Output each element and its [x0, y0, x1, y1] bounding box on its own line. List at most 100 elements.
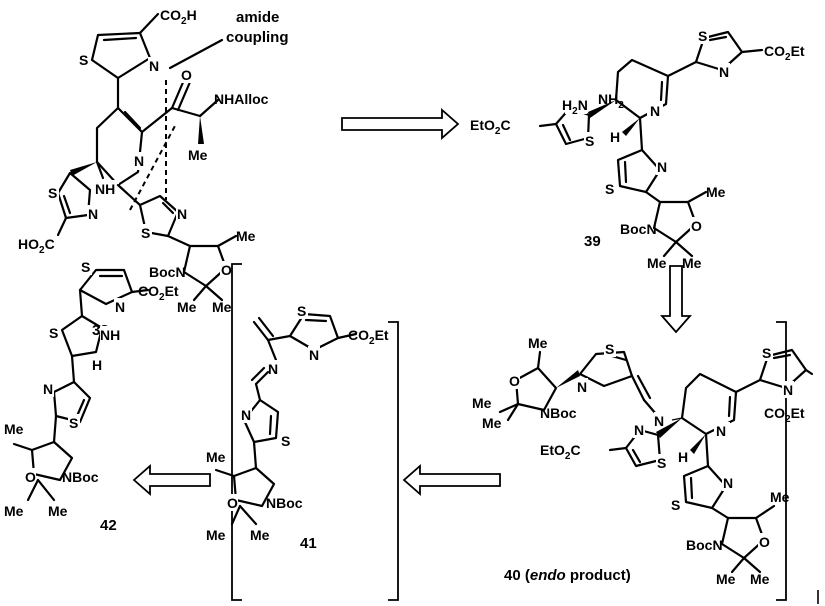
svg-text:O: O [221, 262, 232, 278]
svg-text:Me: Me [250, 527, 270, 543]
svg-text:Me: Me [528, 335, 548, 351]
svg-text:Me: Me [770, 489, 790, 505]
nh2-39: NH2 [598, 91, 624, 111]
annotation-coupling: coupling [226, 29, 289, 46]
svg-text:N: N [43, 381, 53, 397]
svg-text:N: N [88, 206, 98, 222]
svg-text:S: S [141, 225, 150, 241]
svg-text:N: N [134, 153, 144, 169]
svg-text:NH: NH [100, 327, 120, 343]
co2et-42: CO2Et [138, 283, 179, 303]
svg-text:Me: Me [4, 421, 24, 437]
svg-text:H: H [92, 357, 102, 373]
svg-text:N: N [268, 361, 278, 377]
eto2c-39: EtO2C [470, 117, 511, 137]
svg-text:N: N [149, 58, 159, 74]
svg-text:S: S [762, 345, 771, 361]
svg-text:Me: Me [212, 299, 232, 315]
svg-text:NBoc: NBoc [540, 405, 577, 421]
co2h-top: CO2H [160, 7, 197, 27]
svg-text:Me: Me [177, 299, 197, 315]
compound-42: S N CO2Et S NH H N S Me O NBoc Me Me 42 [4, 258, 179, 534]
svg-text:N: N [783, 382, 793, 398]
svg-text:Me: Me [682, 255, 702, 271]
svg-text:Me: Me [472, 395, 492, 411]
svg-text:S: S [79, 52, 88, 68]
svg-text:Me: Me [750, 571, 770, 587]
compound-40: Me O NBoc Me Me S N N N S [472, 335, 814, 587]
svg-text:N: N [241, 407, 251, 423]
svg-text:S: S [657, 455, 666, 471]
svg-text:O: O [25, 469, 36, 485]
svg-text:N: N [177, 206, 187, 222]
svg-text:N: N [723, 475, 733, 491]
co2et-41: CO2Et [348, 327, 389, 347]
svg-text:S: S [605, 341, 614, 357]
svg-text:N: N [577, 379, 587, 395]
svg-text:N: N [634, 422, 644, 438]
svg-text:N: N [650, 103, 660, 119]
svg-text:S: S [297, 303, 306, 319]
compound-38: CO2H S N N NH S N HO2C S N [18, 7, 289, 339]
svg-text:S: S [49, 325, 58, 341]
svg-text:Me: Me [716, 571, 736, 587]
label-42: 42 [100, 517, 117, 534]
svg-text:S: S [48, 185, 57, 201]
svg-text:Me: Me [236, 228, 256, 244]
retro-arrow-2 [660, 265, 692, 334]
eto2c-40: EtO2C [540, 442, 581, 462]
svg-text:N: N [309, 347, 319, 363]
co2et-39: CO2Et [764, 43, 805, 63]
svg-text:S: S [281, 433, 290, 449]
svg-text:NHAlloc: NHAlloc [214, 91, 269, 107]
label-40: 40 (endo product) [504, 567, 631, 584]
svg-text:Me: Me [482, 415, 502, 431]
compound-41: S N CO2Et N N S Me O NBoc Me Me 41 [206, 302, 389, 552]
annotation-amide: amide [236, 9, 279, 26]
svg-text:O: O [227, 495, 238, 511]
svg-text:O: O [181, 67, 192, 83]
label-39: 39 [584, 233, 601, 250]
svg-text:H: H [678, 449, 688, 465]
compound-39: N S N CO2Et NH2 H2N S EtO2C H S N [470, 27, 805, 271]
svg-text:N: N [719, 64, 729, 80]
ho2c-left: HO2C [18, 236, 55, 256]
svg-text:S: S [81, 259, 90, 275]
svg-text:S: S [671, 497, 680, 513]
svg-text:Me: Me [206, 449, 226, 465]
svg-text:S: S [605, 181, 614, 197]
svg-text:BocN: BocN [149, 264, 186, 280]
hn-39: H2N [562, 97, 588, 117]
svg-text:Me: Me [206, 527, 226, 543]
svg-text:N: N [657, 159, 667, 175]
bracket-left-41 [231, 263, 242, 601]
svg-text:NBoc: NBoc [62, 469, 99, 485]
retro-arrow-4 [132, 464, 211, 496]
bracket-right-41 [388, 321, 399, 601]
svg-text:BocN: BocN [686, 537, 723, 553]
label-41: 41 [300, 535, 317, 552]
svg-text:Me: Me [188, 147, 208, 163]
svg-text:NBoc: NBoc [266, 495, 303, 511]
svg-text:N: N [115, 299, 125, 315]
bracket-right-40 [776, 321, 787, 601]
svg-text:S: S [69, 415, 78, 431]
retro-arrow-3 [402, 464, 501, 496]
svg-text:Me: Me [4, 503, 24, 519]
svg-text:Me: Me [706, 184, 726, 200]
co2et-40: CO2Et [764, 405, 805, 425]
svg-text:O: O [691, 218, 702, 234]
svg-text:Me: Me [647, 255, 667, 271]
svg-text:H: H [610, 129, 620, 145]
svg-text:S: S [585, 133, 594, 149]
svg-text:S: S [698, 28, 707, 44]
svg-text:BocN: BocN [620, 221, 657, 237]
svg-text:O: O [509, 373, 520, 389]
svg-text:N: N [716, 423, 726, 439]
retro-arrow-1 [341, 108, 460, 140]
svg-text:NH: NH [95, 181, 115, 197]
svg-text:Me: Me [48, 503, 68, 519]
svg-text:O: O [759, 534, 770, 550]
svg-text:N: N [654, 413, 664, 429]
